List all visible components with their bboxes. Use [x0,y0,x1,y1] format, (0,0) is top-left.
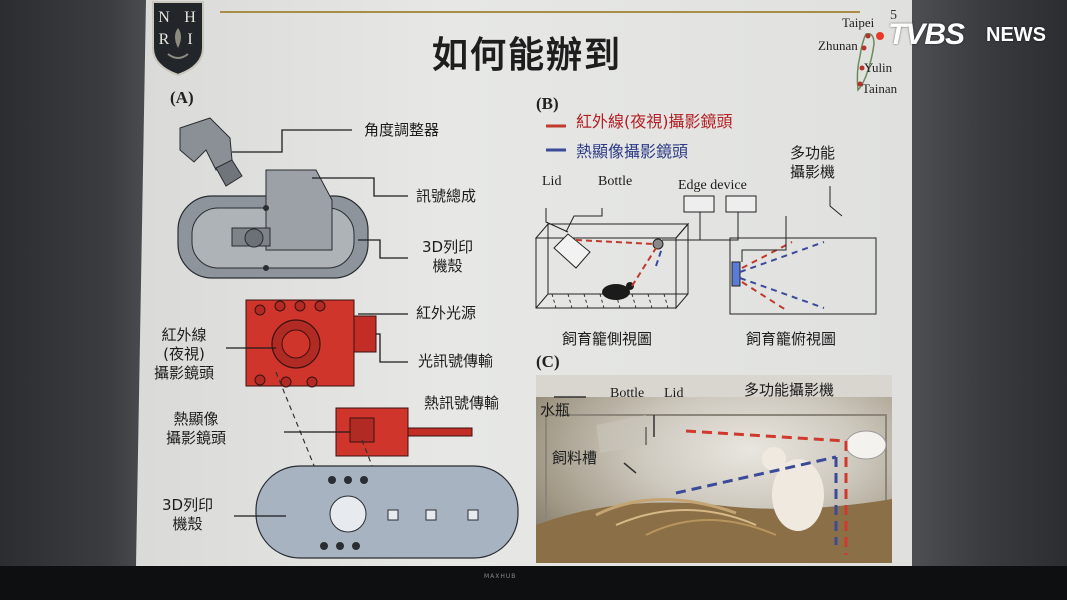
header-rule [220,11,860,13]
photo-label-water-bottle: 水瓶 [540,401,571,419]
panel-a-label: (A) [170,88,194,107]
ir-board-part [245,299,377,388]
legend-ir-camera: 紅外線(夜視)攝影鏡頭 [576,112,733,131]
label-multi-camera: 多功能 攝影機 [790,144,835,182]
label-multi-camera-line2: 攝影機 [790,163,836,181]
device-exploded-diagram [177,117,519,559]
map-city-zhunan: Zhunan [818,38,858,53]
photo-label-feed-trough: 飼料槽 [552,449,598,467]
angle-adjuster-part [179,117,243,187]
projector-brand: MAXHUB [484,573,517,580]
presentation-slide: N H R I 如何能辦到 Taipei 5 Zhunan Yulin Tain… [136,0,912,566]
cage-photo: Bottle Lid 多功能攝影機 水瓶 飼料槽 [536,375,892,563]
photo-label-lid: Lid [664,386,684,401]
label-lid: Lid [542,174,562,189]
label-optical-signal: 光訊號傳輸 [418,352,494,370]
label-ir-camera-line1: 紅外線 [161,326,207,344]
photo-label-multi-camera: 多功能攝影機 [744,381,835,399]
legend-thermal-camera: 熱顯像攝影鏡頭 [576,142,689,161]
label-bottle: Bottle [598,174,633,189]
panel-c-label: (C) [536,352,560,371]
label-ir-camera: 紅外線 (夜視) 攝影鏡頭 [154,326,214,383]
label-thermal-camera-line2: 攝影鏡頭 [166,429,227,447]
slide-title: 如何能辦到 [432,35,623,76]
map-city-taipei: Taipei [842,15,875,30]
label-printed-case-top-line1: 3D列印 [422,238,474,256]
label-printed-case-bottom-line2: 機殼 [172,515,203,533]
photo-label-bottle: Bottle [610,386,645,401]
tvbs-dot-icon [876,32,884,40]
taiwan-map-icon [856,32,875,92]
label-thermal-camera: 熱顯像 攝影鏡頭 [166,410,226,448]
page-number: 5 [890,8,897,23]
cage-diagram [534,186,877,315]
label-thermal-camera-line1: 熱顯像 [173,410,219,428]
label-top-view: 飼育籠俯視圖 [746,330,837,348]
label-ir-light-source: 紅外光源 [416,304,477,322]
case-top-part [177,169,369,279]
svg-text:N: N [158,9,170,26]
tvbs-logo: TVBS [888,18,965,51]
label-thermal-signal: 熱訊號傳輸 [424,394,500,412]
label-ir-camera-line3: 攝影鏡頭 [154,364,215,382]
label-edge-device: Edge device [678,178,747,193]
thermal-board-part [335,407,473,457]
case-bottom-part [255,465,519,559]
label-side-view: 飼育籠側視圖 [562,330,653,348]
label-printed-case-top: 3D列印 機殼 [422,238,473,276]
label-printed-case-bottom-line1: 3D列印 [162,496,214,514]
label-printed-case-top-line2: 機殼 [432,257,463,275]
svg-text:H: H [184,9,196,26]
label-ir-camera-line2: (夜視) [163,345,205,363]
label-multi-camera-line1: 多功能 [790,144,836,162]
label-signal-assembly: 訊號總成 [416,187,477,205]
svg-text:I: I [187,31,192,48]
nhri-logo: N H R I [152,1,204,76]
label-printed-case-bottom: 3D列印 機殼 [162,496,213,534]
svg-text:R: R [159,31,170,48]
tvbs-news-watermark: TVBS NEWS [876,18,1048,54]
panel-b-label: (B) [536,94,559,113]
legend-swatches [546,124,566,152]
map-city-yulin: Yulin [864,60,893,75]
tvbs-news-text: NEWS [986,24,1046,46]
cage-photo-illustration [536,375,892,563]
map-city-tainan: Tainan [862,81,898,96]
label-angle-adjuster: 角度調整器 [364,121,440,139]
projector-bottom-bar: MAXHUB [0,566,1067,600]
